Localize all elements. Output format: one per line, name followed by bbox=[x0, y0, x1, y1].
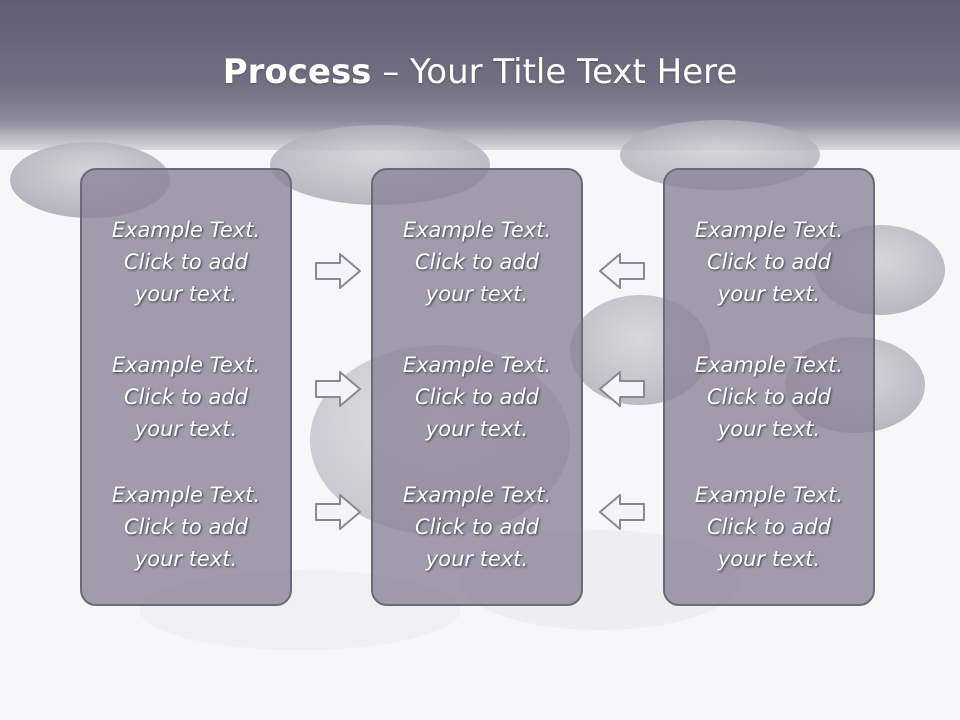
text-line: your text. bbox=[425, 547, 529, 571]
text-line: your text. bbox=[717, 547, 821, 571]
text-line: Click to add bbox=[123, 515, 248, 539]
text-line: Click to add bbox=[706, 515, 831, 539]
text-line: Click to add bbox=[414, 515, 539, 539]
title-rest: – Your Title Text Here bbox=[371, 52, 738, 92]
right-arrow-icon bbox=[315, 494, 361, 530]
text-placeholder[interactable]: Example Text. Click to add your text. bbox=[82, 349, 290, 445]
text-line: Click to add bbox=[414, 250, 539, 274]
text-line: Example Text. bbox=[694, 218, 844, 242]
text-placeholder[interactable]: Example Text. Click to add your text. bbox=[82, 479, 290, 575]
text-line: Example Text. bbox=[111, 483, 261, 507]
text-line: Example Text. bbox=[694, 353, 844, 377]
text-line: Click to add bbox=[706, 385, 831, 409]
title-band bbox=[0, 0, 960, 150]
text-line: Click to add bbox=[123, 250, 248, 274]
text-placeholder[interactable]: Example Text. Click to add your text. bbox=[373, 479, 581, 575]
text-line: your text. bbox=[425, 282, 529, 306]
text-line: Example Text. bbox=[694, 483, 844, 507]
text-placeholder[interactable]: Example Text. Click to add your text. bbox=[373, 349, 581, 445]
text-line: your text. bbox=[134, 417, 238, 441]
text-line: your text. bbox=[717, 417, 821, 441]
text-line: Example Text. bbox=[111, 218, 261, 242]
left-panel: Example Text. Click to add your text. Ex… bbox=[80, 168, 292, 606]
text-line: Example Text. bbox=[402, 483, 552, 507]
text-placeholder[interactable]: Example Text. Click to add your text. bbox=[373, 214, 581, 310]
text-line: Click to add bbox=[123, 385, 248, 409]
text-line: Example Text. bbox=[402, 218, 552, 242]
text-placeholder[interactable]: Example Text. Click to add your text. bbox=[665, 479, 873, 575]
text-line: Click to add bbox=[706, 250, 831, 274]
text-line: your text. bbox=[134, 547, 238, 571]
right-arrow-icon bbox=[315, 253, 361, 289]
text-line: Example Text. bbox=[111, 353, 261, 377]
text-line: your text. bbox=[425, 417, 529, 441]
left-arrow-icon bbox=[599, 253, 645, 289]
title-bold: Process bbox=[222, 52, 372, 92]
text-line: Example Text. bbox=[402, 353, 552, 377]
left-arrow-icon bbox=[599, 494, 645, 530]
center-panel: Example Text. Click to add your text. Ex… bbox=[371, 168, 583, 606]
right-arrow-icon bbox=[315, 371, 361, 407]
text-line: your text. bbox=[134, 282, 238, 306]
text-placeholder[interactable]: Example Text. Click to add your text. bbox=[82, 214, 290, 310]
slide-title: Process – Your Title Text Here bbox=[0, 52, 960, 92]
left-arrow-icon bbox=[599, 371, 645, 407]
text-line: Click to add bbox=[414, 385, 539, 409]
right-panel: Example Text. Click to add your text. Ex… bbox=[663, 168, 875, 606]
text-placeholder[interactable]: Example Text. Click to add your text. bbox=[665, 214, 873, 310]
text-line: your text. bbox=[717, 282, 821, 306]
text-placeholder[interactable]: Example Text. Click to add your text. bbox=[665, 349, 873, 445]
